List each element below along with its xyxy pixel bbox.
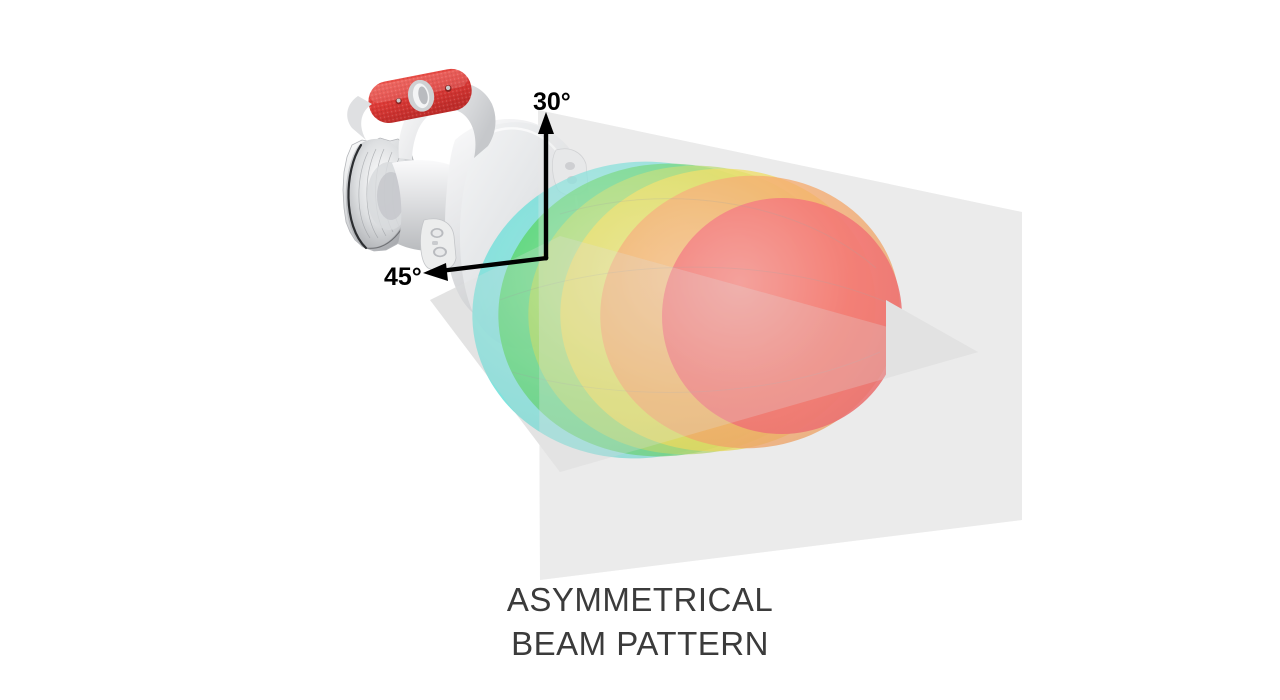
mounting-bracket [420, 218, 457, 272]
caption-line-2: BEAM PATTERN [511, 625, 769, 662]
horizontal-plane-right-tip [886, 300, 978, 378]
angle-annotations: 30° 45° [384, 88, 571, 291]
horizontal-angle-label: 45° [384, 263, 422, 291]
vertical-plane-overlay [538, 110, 1022, 580]
red-grip-handle [368, 68, 472, 124]
vertical-angle-label: 30° [533, 88, 571, 116]
horizontal-angle-arrow-45 [423, 255, 548, 281]
shell-seam-lines [499, 198, 887, 393]
beam-shell-red [662, 197, 902, 435]
reference-plane-overlays [430, 110, 1022, 580]
beam-coverage-lobes [472, 161, 902, 459]
caption-line-1: ASYMMETRICAL [506, 581, 774, 618]
vertical-angle-arrow-30 [538, 112, 554, 258]
figure-caption: ASYMMETRICAL BEAM PATTERN [0, 578, 1280, 666]
horizontal-plane-overlay [430, 236, 978, 472]
